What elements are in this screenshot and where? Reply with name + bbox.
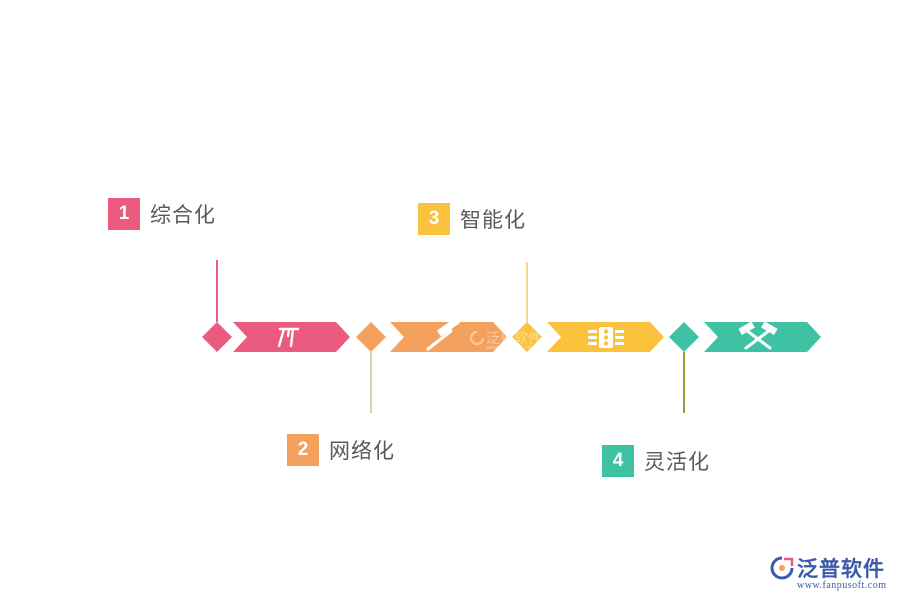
step-title: 综合化	[150, 203, 216, 227]
diamond-marker-4	[669, 322, 699, 352]
hammer-icon	[426, 317, 461, 351]
step-number-badge: 2	[287, 434, 319, 466]
brand-url: www.fanpusoft.com	[797, 580, 887, 591]
brand-logo-icon	[770, 556, 794, 580]
chevron-arrow-2	[390, 322, 507, 352]
step-label-2: 2 网络化	[287, 434, 395, 466]
diamond-marker-3	[512, 322, 542, 352]
step-title: 网络化	[329, 439, 395, 463]
step-label-3: 3 智能化	[418, 203, 526, 235]
crossed-hammers-icon	[738, 321, 778, 350]
diamond-marker-1	[202, 322, 232, 352]
step-label-4: 4 灵活化	[602, 445, 710, 477]
traffic-light-icon	[588, 327, 624, 348]
step-label-1: 1 综合化	[108, 198, 216, 230]
step-title: 智能化	[460, 208, 526, 232]
step-number-badge: 4	[602, 445, 634, 477]
diamond-marker-2	[356, 322, 386, 352]
brand-name: 泛普软件	[797, 557, 885, 581]
step-number-badge: 3	[418, 203, 450, 235]
brand-logo: 泛普软件 www.fanpusoft.com	[770, 553, 895, 597]
step-title: 灵活化	[644, 450, 710, 474]
step-number-badge: 1	[108, 198, 140, 230]
tripod-icon	[277, 327, 300, 348]
